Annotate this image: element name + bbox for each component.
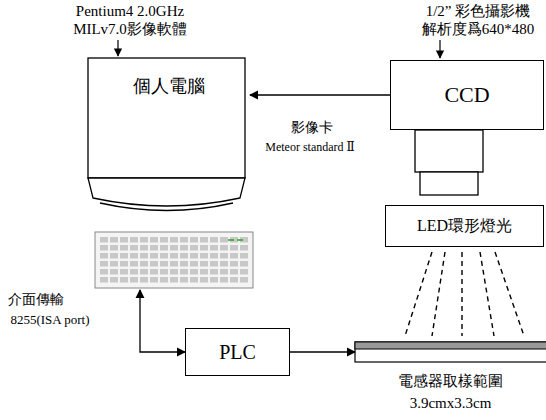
spec-label: Pentium4 2.0GHz (76, 2, 184, 20)
spec-label: 解析度爲640*480 (422, 20, 535, 38)
light-rays (405, 252, 524, 336)
spec-label: Meteor standard Ⅱ (265, 140, 354, 154)
sensor-plate (355, 342, 546, 362)
spec-label: 1/2” 彩色攝影機 (426, 2, 531, 20)
camera-lens (415, 130, 483, 195)
node-text: 電感器取樣範圍 (355, 372, 546, 390)
light-box: LED環形燈光 (385, 205, 544, 247)
node-text: 3.9cmx3.3cm (355, 394, 546, 412)
computer-node: 個人電腦 (88, 58, 250, 290)
node-text: 個人電腦 (88, 76, 250, 98)
plc-box: PLC (185, 328, 290, 376)
node-text: LED環形燈光 (417, 216, 512, 235)
spec-label: MILv7.0影像軟體 (73, 20, 187, 38)
connector-arrow (140, 290, 185, 352)
node-text: PLC (219, 340, 256, 364)
leader-arrow (439, 40, 440, 58)
node-text: CCD (444, 82, 489, 108)
spec-label: 8255(ISA port) (10, 312, 89, 328)
camera-box: CCD (390, 60, 544, 130)
connector-arrow (290, 351, 355, 352)
connector-arrow (250, 94, 390, 95)
edge-label: 影像卡 (291, 120, 333, 137)
edge-label: 介面傳輸 (8, 292, 64, 309)
leader-arrow (117, 40, 118, 56)
keyboard-drawing (95, 232, 253, 288)
sensor-area: 電感器取樣範圍 3.9cmx3.3cm (355, 342, 546, 418)
